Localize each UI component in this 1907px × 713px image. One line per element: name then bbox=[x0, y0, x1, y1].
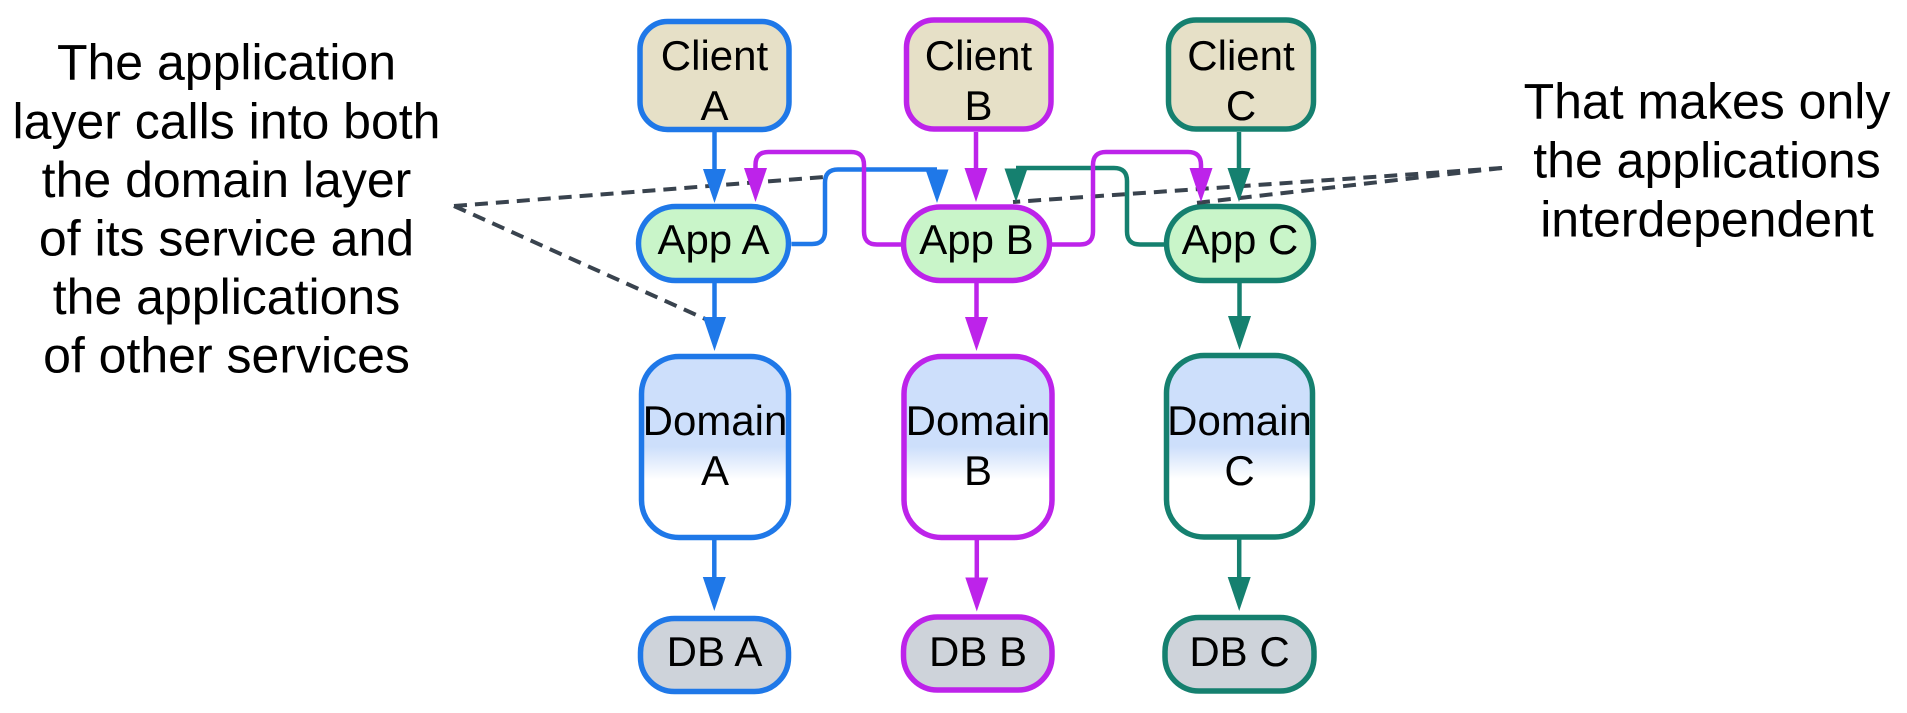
svg-text:Client: Client bbox=[925, 32, 1033, 79]
svg-text:That makes only: That makes only bbox=[1524, 73, 1891, 129]
svg-text:C: C bbox=[1226, 82, 1256, 129]
svg-text:the domain layer: the domain layer bbox=[42, 152, 412, 208]
svg-text:DB C: DB C bbox=[1189, 628, 1289, 675]
svg-text:App C: App C bbox=[1182, 216, 1299, 263]
svg-text:A: A bbox=[700, 82, 728, 129]
svg-text:interdependent: interdependent bbox=[1540, 191, 1874, 247]
svg-text:of its service and: of its service and bbox=[39, 210, 414, 266]
svg-text:the applications: the applications bbox=[1533, 132, 1880, 188]
svg-text:of other services: of other services bbox=[43, 328, 410, 384]
svg-text:C: C bbox=[1224, 447, 1254, 494]
svg-text:B: B bbox=[964, 82, 992, 129]
svg-text:A: A bbox=[701, 447, 729, 494]
svg-text:B: B bbox=[964, 447, 992, 494]
svg-text:App B: App B bbox=[919, 216, 1033, 263]
svg-text:Domain: Domain bbox=[1167, 397, 1312, 444]
svg-text:Domain: Domain bbox=[643, 397, 788, 444]
svg-text:the applications: the applications bbox=[53, 269, 400, 325]
svg-text:Domain: Domain bbox=[906, 397, 1051, 444]
svg-text:Client: Client bbox=[1187, 32, 1295, 79]
svg-text:DB A: DB A bbox=[667, 628, 763, 675]
svg-text:App A: App A bbox=[657, 216, 769, 263]
svg-text:DB B: DB B bbox=[929, 628, 1027, 675]
svg-text:layer calls into both: layer calls into both bbox=[12, 93, 440, 149]
svg-text:The application: The application bbox=[57, 35, 396, 91]
svg-text:Client: Client bbox=[661, 32, 769, 79]
